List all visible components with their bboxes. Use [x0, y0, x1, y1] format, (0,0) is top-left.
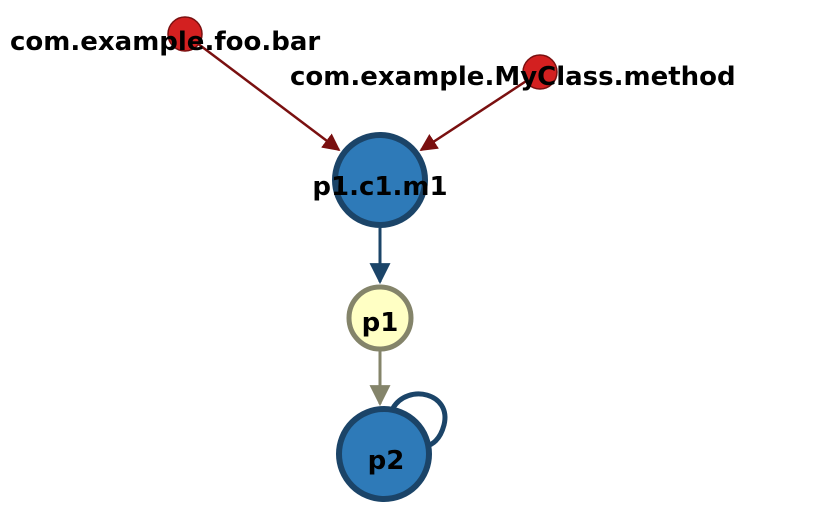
nodes-layer — [167, 16, 558, 502]
node-p2[interactable] — [336, 406, 432, 502]
edges-layer — [184, 33, 541, 449]
node-foo-bar[interactable] — [167, 16, 203, 52]
edge-myclass-method-to-p1c1m1 — [419, 70, 541, 152]
labels-layer: com.example.foo.bar com.example.MyClass.… — [10, 27, 736, 476]
edge-p2-self-loop — [390, 391, 448, 449]
node-label-myclass-method: com.example.MyClass.method — [290, 62, 736, 92]
node-label-p1c1m1: p1.c1.m1 — [312, 172, 447, 202]
node-p1[interactable] — [346, 284, 414, 352]
node-p1c1m1[interactable] — [332, 132, 428, 228]
node-label-p2: p2 — [368, 446, 405, 476]
edge-foo-bar-to-p1c1m1 — [184, 33, 341, 152]
node-label-p1: p1 — [362, 308, 399, 338]
node-label-foo-bar: com.example.foo.bar — [10, 27, 320, 57]
node-myclass-method[interactable] — [522, 54, 558, 90]
